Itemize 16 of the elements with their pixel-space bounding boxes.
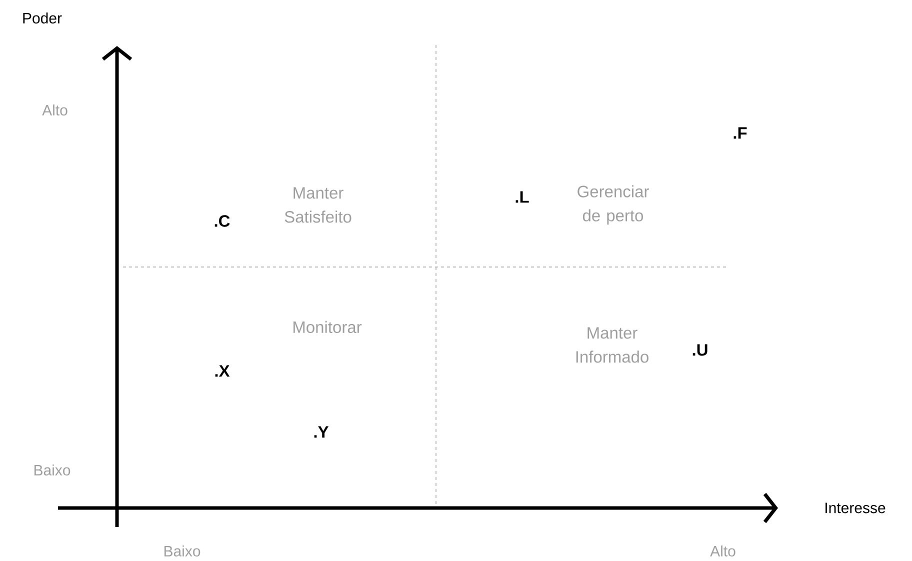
level-label: Alto [42, 104, 68, 116]
point-label: .L [516, 191, 529, 203]
level-label: Alto [710, 545, 736, 556]
level-label: Baixo [34, 464, 70, 476]
quadrant-label: Gerenciar de perto [578, 185, 649, 225]
quadrant-label: Manter Informado [576, 327, 648, 363]
quadrant-label: Monitorar [294, 320, 362, 334]
point-label: .U [692, 344, 708, 356]
point-label: .Y [314, 426, 329, 438]
point-label: .X [215, 365, 230, 377]
axis-label: Interesse [826, 502, 886, 514]
point-label: .C [214, 215, 230, 227]
axis-label: Poder [23, 12, 62, 24]
point-label: .F [734, 127, 747, 139]
level-label: Baixo [164, 545, 200, 556]
quadrant-label: Manter Satisfeito [284, 187, 352, 223]
